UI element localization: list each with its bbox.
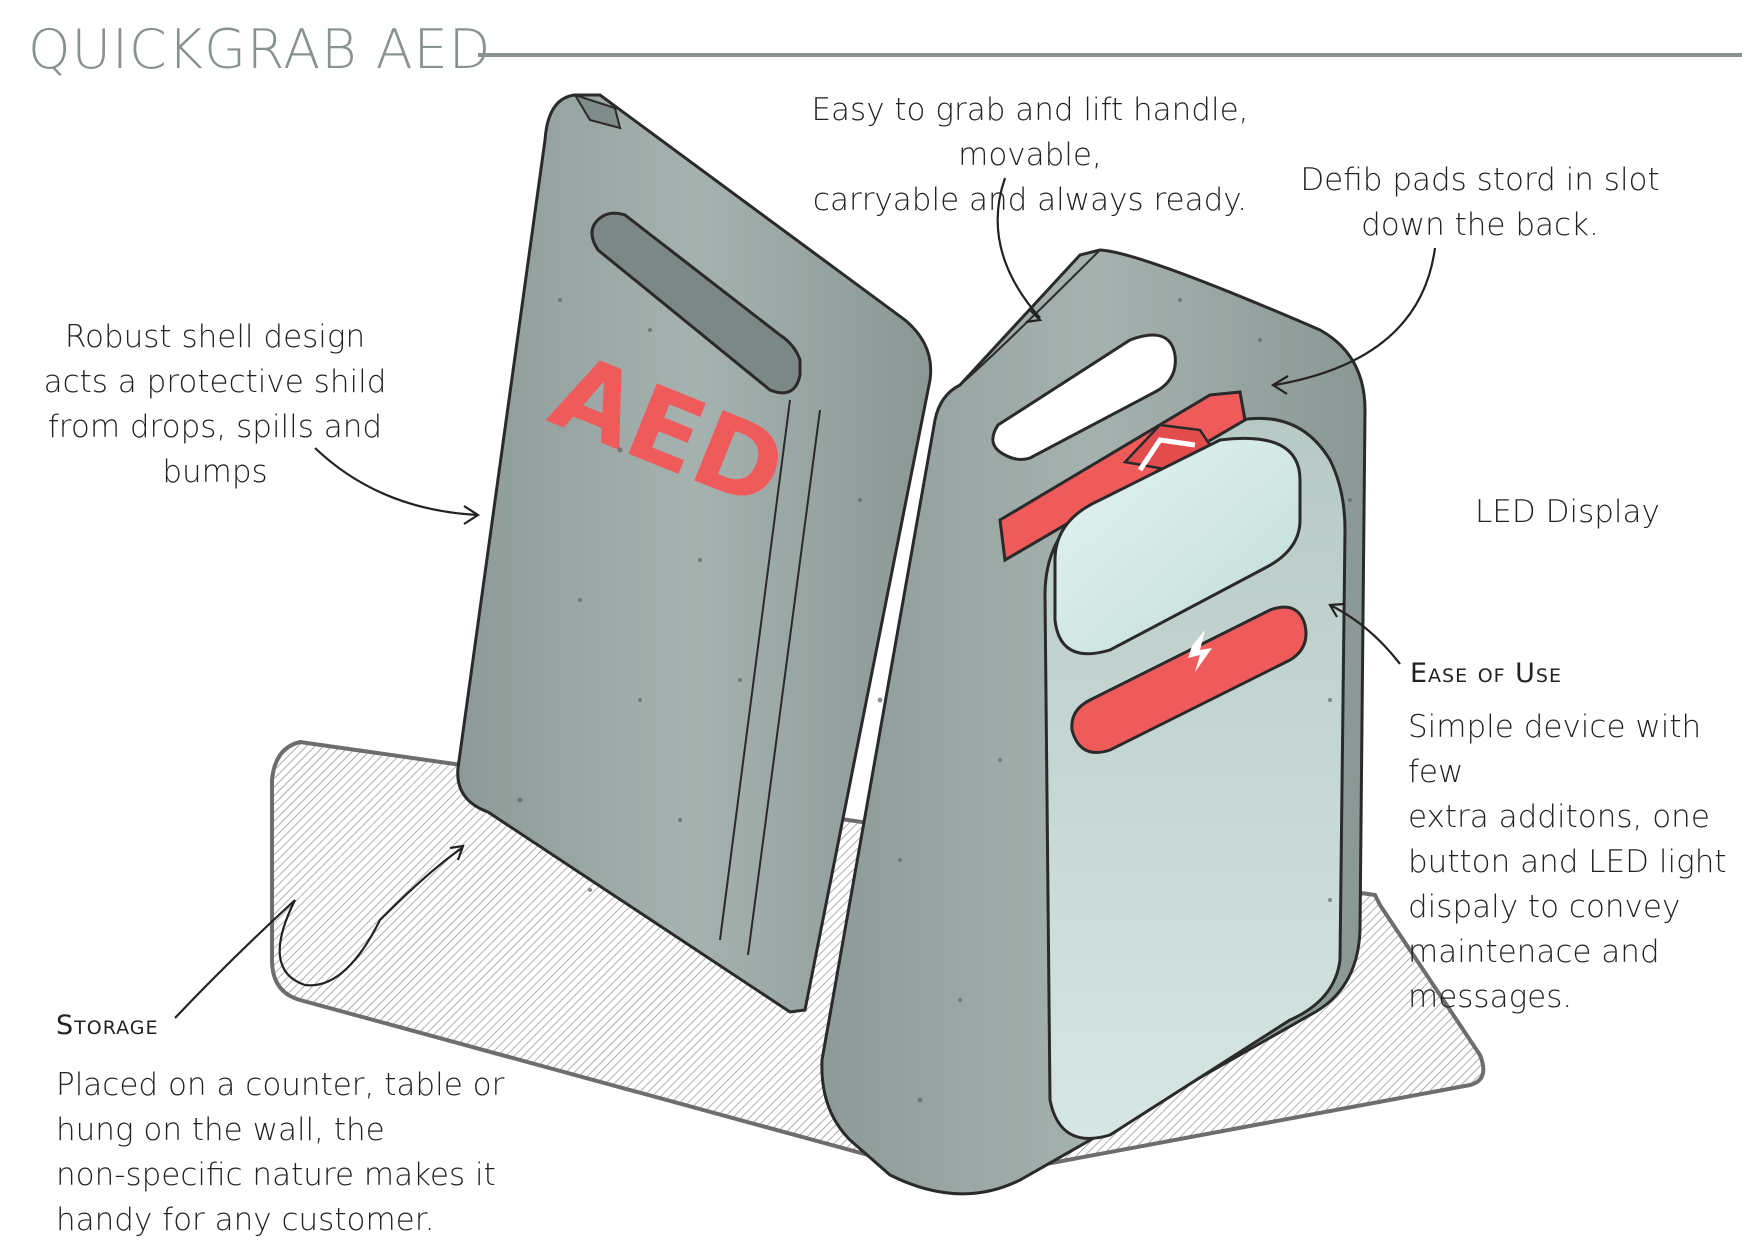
ease-heading: Ease of Use [1410, 658, 1562, 689]
page-title: QUICKGRAB AED [28, 18, 492, 81]
speckle-texture [517, 298, 1352, 1103]
front-handle-slot [991, 333, 1177, 461]
shock-button [1070, 605, 1308, 754]
back-handle-slot [590, 211, 802, 395]
storage-heading: Storage [56, 1010, 159, 1041]
storage-body: Placed on a counter, table or hung on th… [56, 1067, 505, 1238]
ease-body: Simple device with few extra additons, o… [1408, 709, 1727, 1015]
back-shell [456, 93, 933, 1014]
shell-annotation: Robust shell design acts a protective sh… [43, 319, 387, 490]
pads-annotation: Defib pads stord in slot down the back. [1300, 162, 1660, 243]
lightning-bolt-icon [1188, 630, 1212, 672]
handle-annotation: Easy to grab and lift handle, movable, c… [811, 92, 1249, 218]
title-rule [478, 53, 1742, 57]
annotation-arrows [174, 177, 1437, 1019]
led-annotation: LED Display [1475, 494, 1660, 530]
led-display [1053, 436, 1302, 656]
